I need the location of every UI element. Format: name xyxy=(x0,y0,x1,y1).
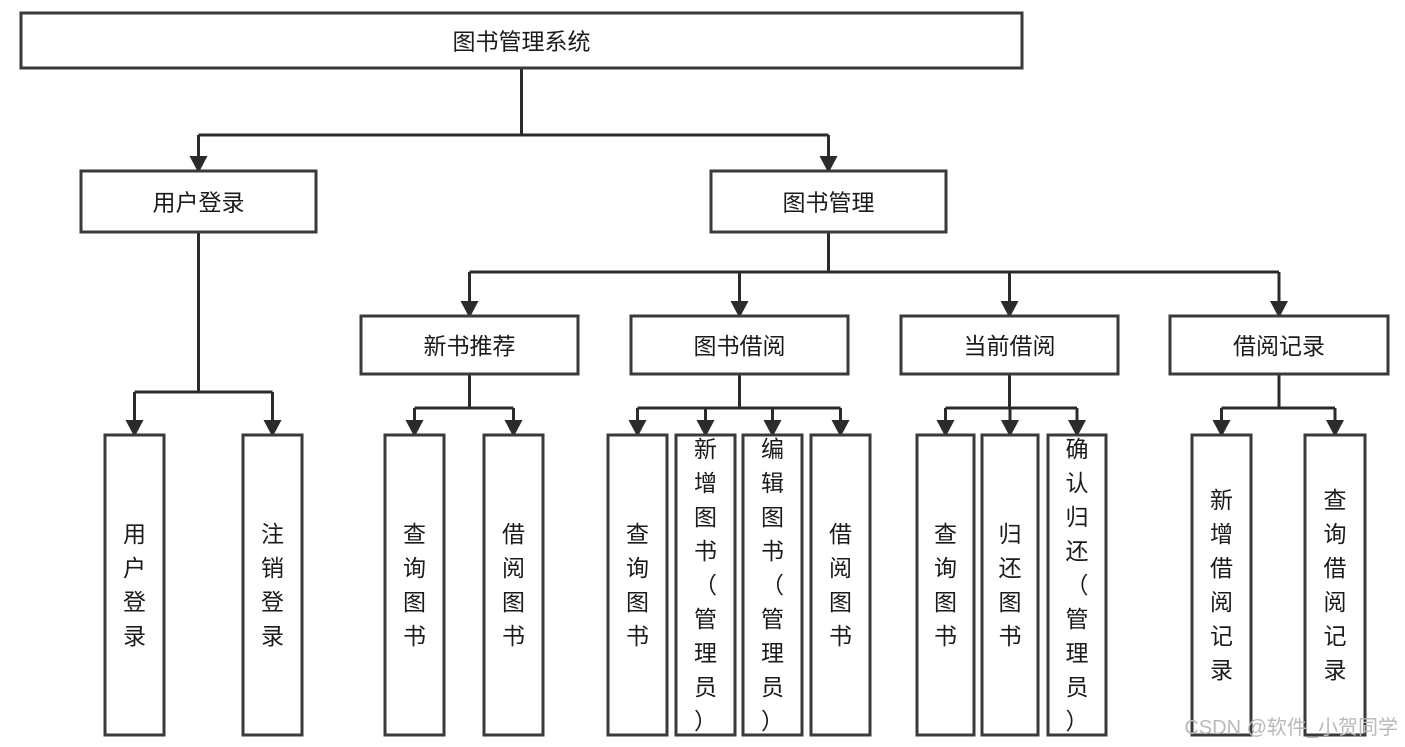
node-leaf-user-logout[interactable]: 注销登录 xyxy=(241,433,304,737)
arrow-head-icon xyxy=(763,420,782,437)
node-leaf-add-book[interactable]: 新增图书（管理员） xyxy=(674,433,737,737)
node-leaf-query-book-2-label: 查询图书 xyxy=(626,521,649,649)
node-book-borrow-rect[interactable] xyxy=(629,314,850,376)
node-new-book-recommend-label: 新书推荐 xyxy=(424,333,516,359)
node-root-book-management-system[interactable]: 图书管理系统 xyxy=(19,11,1024,70)
node-leaf-user-login-rect[interactable] xyxy=(103,433,166,737)
arrow-head-icon xyxy=(1000,301,1019,318)
node-current-borrow-rect[interactable] xyxy=(899,314,1120,376)
node-leaf-user-login[interactable]: 用户登录 xyxy=(103,433,166,737)
node-user-login[interactable]: 用户登录 xyxy=(79,169,318,234)
arrow-head-icon xyxy=(1068,420,1086,437)
node-leaf-edit-book[interactable]: 编辑图书（管理员） xyxy=(741,433,804,737)
arrow-head-icon xyxy=(936,420,955,437)
node-leaf-borrow-book-2-label: 借阅图书 xyxy=(829,521,852,649)
arrow-head-icon xyxy=(730,301,749,318)
node-leaf-query-book-2[interactable]: 查询图书 xyxy=(606,433,669,737)
node-leaf-borrow-book-1-label: 借阅图书 xyxy=(502,521,525,649)
node-leaf-add-record-label: 新增借阅记录 xyxy=(1210,487,1233,683)
node-user-login-rect[interactable] xyxy=(79,169,318,234)
node-leaf-confirm-return-label: 确认归还（管理员） xyxy=(1066,436,1089,734)
node-leaf-query-book-3[interactable]: 查询图书 xyxy=(915,433,976,737)
node-book-borrow-label: 图书借阅 xyxy=(694,333,786,359)
arrow-head-icon xyxy=(1001,420,1019,437)
node-book-manage-label: 图书管理 xyxy=(783,190,875,216)
node-borrow-record-label: 借阅记录 xyxy=(1233,333,1325,359)
node-user-login-label: 用户登录 xyxy=(153,190,245,216)
node-new-book-recommend-rect[interactable] xyxy=(359,314,580,376)
node-leaf-query-book-3-rect[interactable] xyxy=(915,433,976,737)
node-root-book-management-system-rect[interactable] xyxy=(19,11,1024,70)
node-leaf-borrow-book-1-rect[interactable] xyxy=(482,433,545,737)
node-leaf-confirm-return[interactable]: 确认归还（管理员） xyxy=(1046,433,1108,737)
node-leaf-query-book-2-rect[interactable] xyxy=(606,433,669,737)
arrow-head-icon xyxy=(1270,301,1288,318)
node-leaf-user-logout-label: 注销登录 xyxy=(261,521,284,649)
node-book-borrow[interactable]: 图书借阅 xyxy=(629,314,850,376)
arrow-head-icon xyxy=(460,301,479,318)
node-leaf-add-record[interactable]: 新增借阅记录 xyxy=(1190,433,1253,737)
node-leaf-query-book-1-label: 查询图书 xyxy=(403,521,426,649)
node-leaf-return-book[interactable]: 归还图书 xyxy=(980,433,1040,737)
arrow-head-icon xyxy=(819,156,838,173)
arrow-head-icon xyxy=(831,420,850,437)
arrow-head-icon xyxy=(263,420,282,437)
node-leaf-add-book-label: 新增图书（管理员） xyxy=(694,436,717,734)
node-leaf-user-logout-rect[interactable] xyxy=(241,433,304,737)
node-leaf-confirm-return-rect[interactable] xyxy=(1046,433,1108,737)
arrow-head-icon xyxy=(1212,420,1231,437)
node-book-manage[interactable]: 图书管理 xyxy=(709,169,948,234)
node-leaf-add-book-rect[interactable] xyxy=(674,433,737,737)
arrow-head-icon xyxy=(504,420,523,437)
node-leaf-borrow-book-1[interactable]: 借阅图书 xyxy=(482,433,545,737)
node-leaf-query-record-label: 查询借阅记录 xyxy=(1324,487,1347,683)
node-leaf-add-record-rect[interactable] xyxy=(1190,433,1253,737)
node-leaf-query-book-1[interactable]: 查询图书 xyxy=(383,433,446,737)
node-leaf-borrow-book-2-rect[interactable] xyxy=(809,433,872,737)
node-leaf-return-book-rect[interactable] xyxy=(980,433,1040,737)
arrow-head-icon xyxy=(696,420,715,437)
arrow-head-icon xyxy=(125,420,144,437)
arrow-head-icon xyxy=(1326,420,1344,437)
node-new-book-recommend[interactable]: 新书推荐 xyxy=(359,314,580,376)
arrow-head-icon xyxy=(405,420,424,437)
node-leaf-query-book-3-label: 查询图书 xyxy=(934,521,957,649)
arrow-head-icon xyxy=(189,156,208,173)
node-leaf-edit-book-rect[interactable] xyxy=(741,433,804,737)
node-leaf-query-book-1-rect[interactable] xyxy=(383,433,446,737)
node-current-borrow[interactable]: 当前借阅 xyxy=(899,314,1120,376)
node-layer: 图书管理系统用户登录图书管理新书推荐图书借阅当前借阅借阅记录用户登录注销登录查询… xyxy=(19,11,1390,737)
node-leaf-edit-book-label: 编辑图书（管理员） xyxy=(761,436,784,734)
node-root-book-management-system-label: 图书管理系统 xyxy=(453,29,591,55)
watermark-text: CSDN @软件_小贺同学 xyxy=(1184,716,1398,739)
node-leaf-borrow-book-2[interactable]: 借阅图书 xyxy=(809,433,872,737)
node-leaf-query-record-rect[interactable] xyxy=(1303,433,1367,737)
connector-layer xyxy=(125,68,1344,437)
node-borrow-record[interactable]: 借阅记录 xyxy=(1168,314,1390,376)
node-borrow-record-rect[interactable] xyxy=(1168,314,1390,376)
node-leaf-return-book-label: 归还图书 xyxy=(999,521,1022,649)
node-leaf-user-login-label: 用户登录 xyxy=(123,521,146,649)
node-current-borrow-label: 当前借阅 xyxy=(964,333,1056,359)
node-book-manage-rect[interactable] xyxy=(709,169,948,234)
node-leaf-query-record[interactable]: 查询借阅记录 xyxy=(1303,433,1367,737)
arrow-head-icon xyxy=(628,420,647,437)
